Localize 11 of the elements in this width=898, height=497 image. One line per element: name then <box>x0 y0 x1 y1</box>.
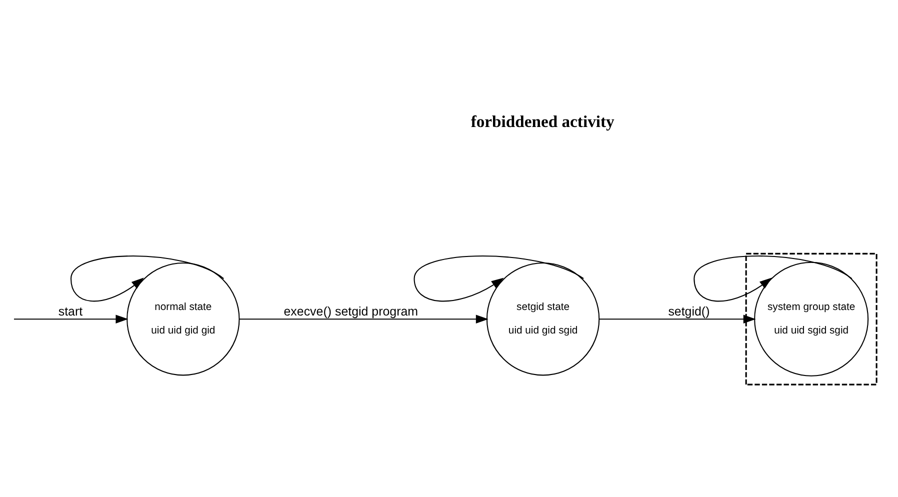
arrow <box>14 314 128 323</box>
arrow <box>599 314 756 323</box>
edge-label: execve() setgid program <box>284 304 418 318</box>
edge-label: setgid() <box>668 304 710 318</box>
cluster <box>745 252 878 385</box>
label: forbiddened activity <box>470 111 614 130</box>
arrow <box>239 314 488 323</box>
node-circle: normal state uid uid gid gid <box>126 262 240 376</box>
edge-label: start <box>58 304 83 318</box>
node-circle: system group state uid uid sgid sgid <box>754 261 869 376</box>
node-circle: setgid state uid uid gid sgid <box>486 262 600 376</box>
